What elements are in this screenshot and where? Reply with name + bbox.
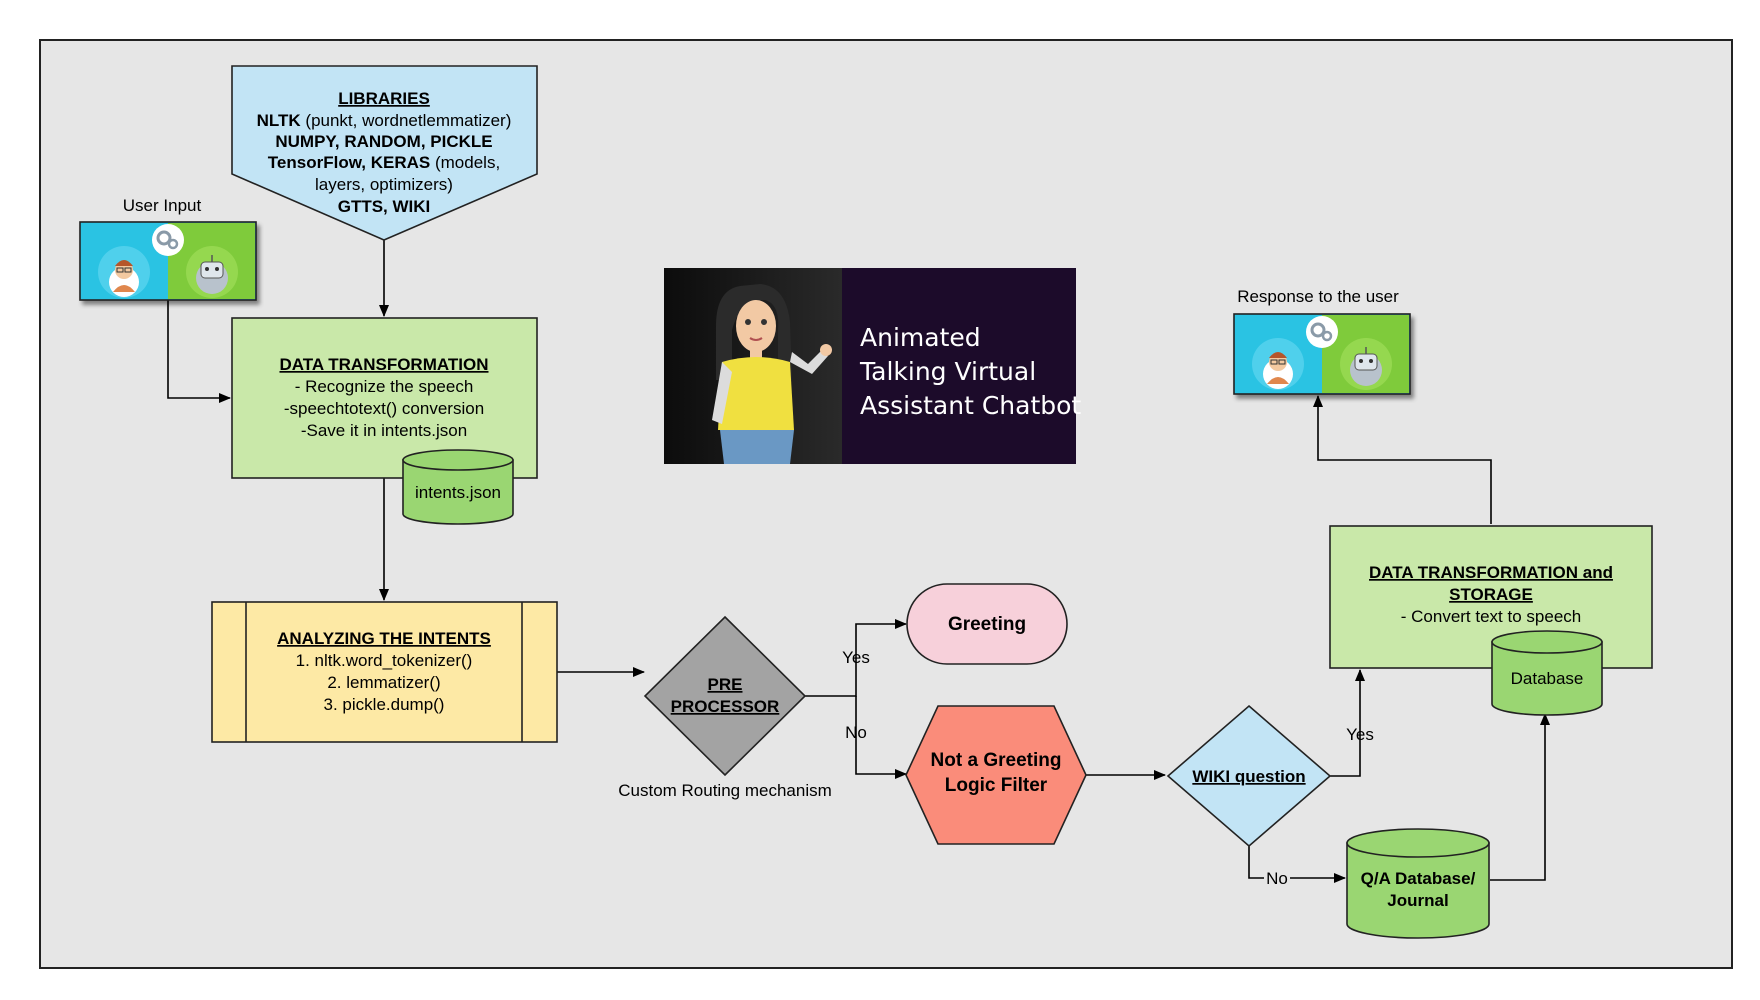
edge-label-yes-wiki: Yes xyxy=(1346,725,1374,744)
libraries-line2: NUMPY, RANDOM, PICKLE xyxy=(275,132,492,151)
preprocessor-line1: PRE xyxy=(708,675,743,694)
arrow-input-to-transform xyxy=(167,300,231,403)
preprocessor-diamond: PRE PROCESSOR xyxy=(643,615,807,777)
qa-database-line2: Journal xyxy=(1387,891,1448,910)
edge-label-no-wiki: No xyxy=(1266,869,1288,888)
user-input-label: User Input xyxy=(123,196,202,215)
analyzing-line1: 1. nltk.word_tokenizer() xyxy=(296,651,473,670)
banner-image: Animated Talking Virtual Assistant Chatb… xyxy=(664,268,1081,464)
qa-database-cylinder: Q/A Database/ Journal xyxy=(1346,828,1490,939)
banner-line3: Assistant Chatbot xyxy=(860,391,1081,420)
gears-icon xyxy=(152,224,184,256)
arrow-wiki-to-qa xyxy=(1248,846,1346,883)
data-transformation-title: DATA TRANSFORMATION xyxy=(279,355,488,374)
arrow-qa-to-database xyxy=(1490,713,1550,881)
greeting-label: Greeting xyxy=(948,614,1026,635)
storage-box: DATA TRANSFORMATION and STORAGE - Conver… xyxy=(1329,525,1653,669)
libraries-line5: GTTS, WIKI xyxy=(338,197,431,216)
data-transformation-line1: - Recognize the speech xyxy=(295,377,474,396)
storage-title1: DATA TRANSFORMATION and xyxy=(1369,563,1613,582)
analyzing-intents-box: ANALYZING THE INTENTS 1. nltk.word_token… xyxy=(211,601,558,743)
user-icon xyxy=(109,260,139,297)
user-input-image xyxy=(79,221,257,301)
svg-text:NLTK (punkt, wordnetlemmatizer: NLTK (punkt, wordnetlemmatizer) xyxy=(257,111,512,130)
edge-label-yes-greeting: Yes xyxy=(842,648,870,667)
preprocessor-caption: Custom Routing mechanism xyxy=(618,781,832,800)
analyzing-line3: 3. pickle.dump() xyxy=(324,695,445,714)
libraries-line3-rest: (models, xyxy=(430,153,500,172)
analyzing-title: ANALYZING THE INTENTS xyxy=(277,629,491,648)
arrow-preprocessor-to-notgreeting xyxy=(855,696,907,779)
wiki-question-label: WIKI question xyxy=(1192,767,1305,786)
banner-line1: Animated xyxy=(860,323,981,352)
response-image xyxy=(1233,313,1411,395)
libraries-shape: LIBRARIES NLTK (punkt, wordnetlemmatizer… xyxy=(231,65,538,241)
avatar-woman-icon xyxy=(712,284,832,464)
qa-database-line1: Q/A Database/ xyxy=(1361,869,1476,888)
libraries-title: LIBRARIES xyxy=(338,89,430,108)
robot-icon xyxy=(1350,347,1382,386)
storage-line1: - Convert text to speech xyxy=(1401,607,1581,626)
database-label: Database xyxy=(1511,669,1584,688)
robot-icon xyxy=(196,255,228,294)
libraries-line3-bold: TensorFlow, KERAS xyxy=(268,153,430,172)
arrow-wiki-to-storage xyxy=(1330,669,1365,777)
svg-text:TensorFlow, KERAS (models,: TensorFlow, KERAS (models, xyxy=(268,153,500,172)
connectors xyxy=(167,240,1550,883)
libraries-line4: layers, optimizers) xyxy=(315,175,453,194)
database-cylinder: Database xyxy=(1491,630,1603,716)
libraries-line1-bold: NLTK xyxy=(257,111,302,130)
intents-json-label: intents.json xyxy=(415,483,501,502)
not-greeting-line2: Logic Filter xyxy=(945,775,1048,796)
analyzing-line2: 2. lemmatizer() xyxy=(327,673,440,692)
gears-icon xyxy=(1306,316,1338,348)
arrow-preprocessor-to-greeting xyxy=(805,619,907,697)
data-transformation-line2: -speechtotext() conversion xyxy=(284,399,484,418)
data-transformation-line3: -Save it in intents.json xyxy=(301,421,467,440)
edge-label-no-greeting: No xyxy=(845,723,867,742)
preprocessor-line2: PROCESSOR xyxy=(671,697,780,716)
user-icon xyxy=(1263,352,1293,389)
response-label: Response to the user xyxy=(1237,287,1399,306)
storage-title2: STORAGE xyxy=(1449,585,1533,604)
arrow-storage-to-response xyxy=(1313,395,1492,524)
greeting-terminal: Greeting xyxy=(906,583,1068,665)
wiki-question-diamond: WIKI question xyxy=(1166,704,1332,848)
not-greeting-hexagon: Not a Greeting Logic Filter xyxy=(905,705,1087,845)
banner-line2: Talking Virtual xyxy=(859,357,1036,386)
intents-json-cylinder: intents.json xyxy=(402,449,514,525)
not-greeting-line1: Not a Greeting xyxy=(931,750,1062,771)
data-transformation-box: DATA TRANSFORMATION - Recognize the spee… xyxy=(231,317,538,479)
libraries-line1-rest: (punkt, wordnetlemmatizer) xyxy=(301,111,512,130)
